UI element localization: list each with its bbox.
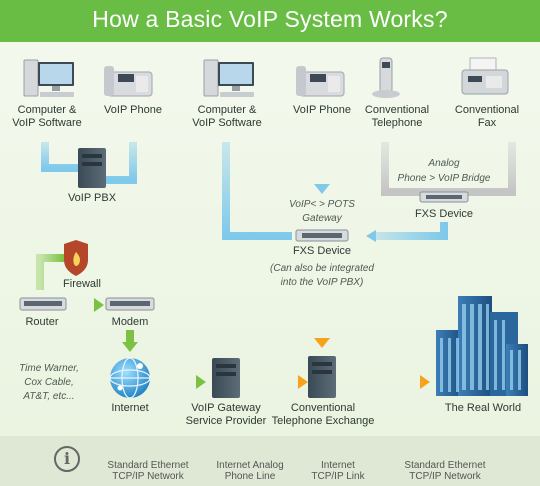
label-firewall: Firewall	[63, 278, 101, 290]
page-title: How a Basic VoIP System Works?	[92, 6, 448, 32]
label-voip-phone-mid: VoIP Phone	[293, 104, 351, 116]
exchange-server-icon	[308, 356, 336, 398]
label-isp-list: Time Warner,Cox Cable,AT&T, etc...	[19, 363, 79, 402]
label-internet: Internet	[111, 402, 149, 414]
link-phone-to-pbx	[105, 142, 137, 184]
label-computer-mid: Computer &VoIP Software	[192, 104, 262, 129]
city-buildings-icon	[436, 296, 528, 396]
link-fxs-to-fxs	[366, 222, 448, 242]
computer-icon	[203, 59, 254, 97]
label-modem: Modem	[111, 316, 149, 328]
link-computer-to-pbx	[41, 142, 78, 172]
label-fxs-device-right: FXS Device	[414, 208, 474, 220]
computer-icon	[23, 59, 74, 97]
voip-phone-icon	[104, 66, 153, 97]
cordless-phone-icon	[372, 57, 400, 98]
fax-icon	[461, 57, 509, 95]
link-computer-to-fxs	[222, 142, 292, 240]
link-exchange-to-realworld	[346, 375, 430, 389]
legend	[0, 436, 540, 486]
fxs-device-icon	[419, 191, 469, 203]
link-firewall-to-router	[36, 254, 64, 290]
router-icon	[19, 297, 67, 311]
gateway-server-icon	[212, 358, 240, 398]
link-fxs-to-exchange	[314, 300, 330, 348]
link-phone-to-gateway	[314, 142, 330, 194]
globe-icon	[109, 357, 151, 399]
label-voip-pbx: VoIP PBX	[67, 192, 117, 204]
voip-phone-icon	[296, 66, 345, 97]
firewall-icon	[64, 240, 88, 276]
title-bar	[0, 0, 540, 42]
label-real-world: The Real World	[444, 402, 522, 414]
label-fxs-device-center: FXS Device	[292, 245, 352, 257]
modem-icon	[105, 297, 155, 311]
fxs-device-icon	[295, 229, 349, 242]
link-internet-to-gateway	[160, 375, 206, 389]
label-router: Router	[25, 316, 59, 328]
pbx-server-icon	[78, 148, 106, 188]
label-computer-left: Computer &VoIP Software	[12, 104, 82, 129]
link-gateway-to-exchange	[246, 375, 308, 389]
info-icon[interactable]: i	[54, 446, 80, 472]
label-voip-phone-left: VoIP Phone	[104, 104, 162, 116]
link-router-to-modem	[66, 298, 104, 312]
link-modem-to-internet	[122, 330, 138, 352]
